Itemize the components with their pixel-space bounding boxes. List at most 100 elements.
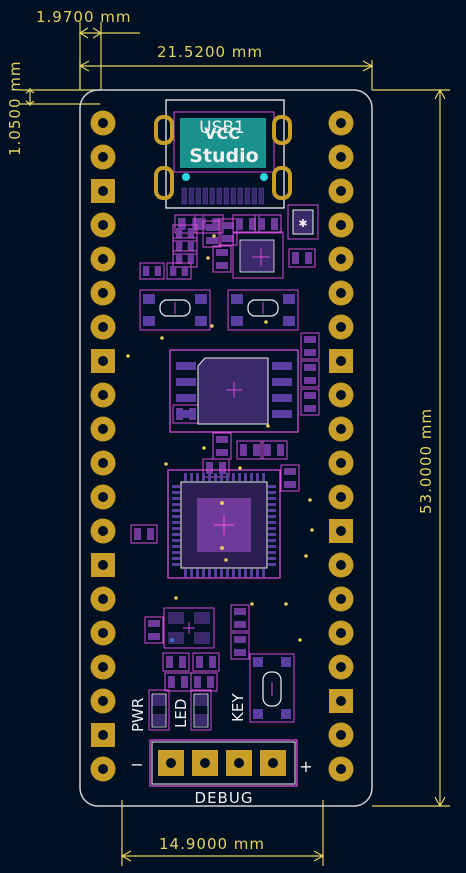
mcu-pad: [250, 473, 253, 481]
header-pin: [328, 552, 354, 578]
led-label: LED: [172, 699, 190, 728]
smd-passive: [230, 604, 250, 632]
flash-pad: [272, 394, 292, 402]
smd-passive: [172, 237, 198, 255]
mcu-pad: [184, 569, 187, 577]
header-pin: [328, 178, 354, 204]
header-pin: [90, 620, 116, 646]
dimension-left-offset: [20, 88, 100, 106]
dimension-board-height: [372, 88, 450, 808]
dimension-board-width: [78, 60, 374, 90]
flash-pad: [176, 394, 196, 402]
mcu-pad: [268, 485, 276, 488]
via: [206, 256, 210, 260]
mcu-pad: [172, 491, 180, 494]
smd-passive: [139, 262, 165, 280]
mcu-pad: [220, 473, 223, 481]
smd-passive: [212, 245, 232, 273]
usb-pad: [251, 187, 257, 205]
mcu-pad: [250, 569, 253, 577]
header-pin: [90, 654, 116, 680]
flash-chip: [169, 349, 299, 433]
usb-pad: [216, 187, 222, 205]
vias: [126, 234, 314, 642]
mcu-pad: [244, 569, 247, 577]
header-pin: [328, 450, 354, 476]
smd-passive: [190, 672, 218, 692]
header-pin: [90, 586, 116, 612]
header-pin: [91, 723, 115, 747]
mcu-pad: [172, 557, 180, 560]
header-pin: [329, 349, 353, 373]
header-pin: [91, 553, 115, 577]
smd-passive: [280, 464, 300, 492]
mcu-pad: [268, 533, 276, 536]
flash-pad: [272, 362, 292, 370]
header-pin: [328, 416, 354, 442]
header-pin: [328, 280, 354, 306]
debug-pin: [226, 750, 252, 776]
header-pin: [90, 688, 116, 714]
mcu-pad: [196, 473, 199, 481]
usb-logo-line1: VCC: [204, 124, 240, 143]
via: [264, 320, 268, 324]
smd-passive: [192, 652, 220, 672]
mcu-pad: [262, 473, 265, 481]
pwr-label: PWR: [129, 698, 147, 732]
mcu-pad: [268, 557, 276, 560]
header-pin: [329, 689, 353, 713]
mcu-pad: [184, 473, 187, 481]
flash-pad: [272, 378, 292, 386]
mcu-pad: [268, 509, 276, 512]
smd-passive: [144, 616, 164, 644]
mcu-pad: [268, 545, 276, 548]
mcu-pad: [232, 473, 235, 481]
usb-pad: [202, 187, 208, 205]
usb-pad: [223, 187, 229, 205]
mcu-pad: [268, 563, 276, 566]
header-pin: [90, 484, 116, 510]
usb-logo-badge: [180, 118, 266, 168]
smd-passive: [172, 224, 198, 242]
header-pin: [91, 349, 115, 373]
flash-pad: [176, 362, 196, 370]
debug-pin: [192, 750, 218, 776]
mcu-pad: [268, 503, 276, 506]
usb-logo-line2: Studio: [189, 145, 258, 167]
dimension-left-offset-label: 1.0500 mm: [6, 61, 24, 156]
smd-passive: [166, 262, 192, 280]
mcu-pad: [172, 497, 180, 500]
header-pin: [90, 110, 116, 136]
smd-passive: [162, 652, 190, 672]
mcu-pad: [232, 569, 235, 577]
header-pin: [328, 756, 354, 782]
header-pin: [328, 484, 354, 510]
mcu-pad: [238, 569, 241, 577]
header-pin: [328, 586, 354, 612]
mcu-pad: [214, 473, 217, 481]
mcu-pad: [226, 569, 229, 577]
smd-passive: [300, 332, 320, 360]
smd-passive: [254, 214, 282, 234]
header-pin: [90, 382, 116, 408]
dimension-board-width-label: 21.5200 mm: [157, 43, 263, 61]
smd-passive: [202, 220, 222, 248]
smd-passive: [130, 524, 158, 544]
left-pin-header: [90, 110, 116, 782]
mcu-pad: [172, 521, 180, 524]
mcu-pad: [226, 473, 229, 481]
smd-passive: [260, 440, 288, 460]
smd-components: [130, 214, 320, 692]
smd-passive: [230, 632, 250, 660]
mcu-pad: [220, 569, 223, 577]
mcu-pad: [172, 527, 180, 530]
header-pin: [90, 416, 116, 442]
mcu-pad: [268, 497, 276, 500]
via: [298, 638, 302, 642]
header-pin: [328, 620, 354, 646]
smd-passive: [288, 248, 316, 268]
mcu-pad: [202, 473, 205, 481]
header-pin: [328, 246, 354, 272]
usb-pad: [181, 187, 187, 205]
mcu-pad: [208, 569, 211, 577]
